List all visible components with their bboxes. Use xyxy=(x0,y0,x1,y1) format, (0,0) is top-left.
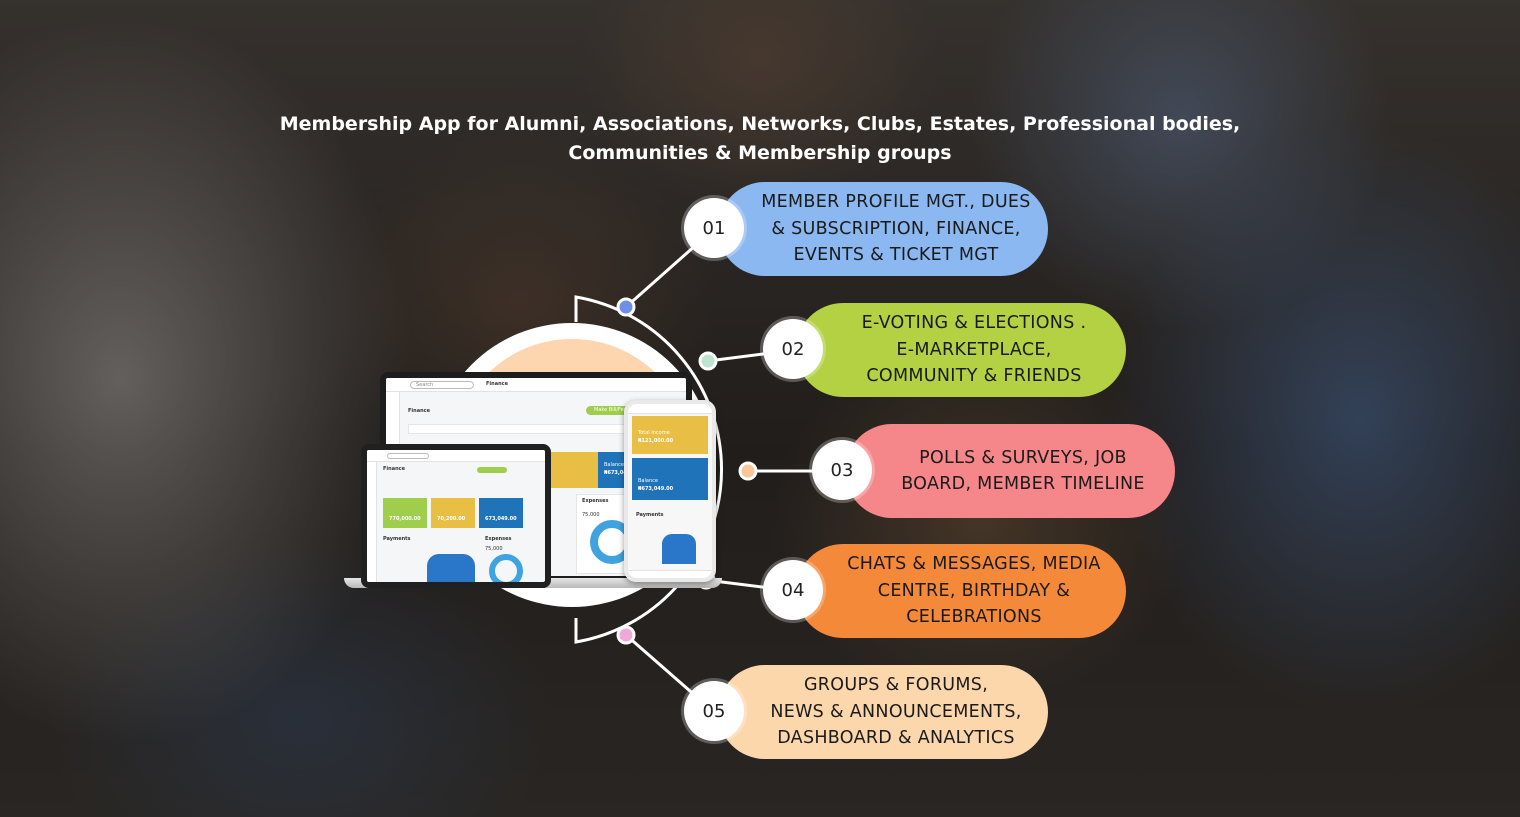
feature-04-line-3: CELEBRATIONS xyxy=(906,607,1042,628)
laptop-expenses-value: 75,000 xyxy=(582,512,600,518)
feature-pill-05: GROUPS & FORUMS, NEWS & ANNOUNCEMENTS, D… xyxy=(718,665,1048,759)
tablet-card-2-value: 70,200.00 xyxy=(437,516,466,522)
feature-05-line-3: DASHBOARD & ANALYTICS xyxy=(777,728,1015,749)
tablet-screen: Finance 770,000.00 70,200.00 673,049.00 … xyxy=(367,450,545,582)
phone-card-2-value: ₦673,049.00 xyxy=(638,486,674,492)
phone-balance-card xyxy=(632,458,708,500)
tablet-donut-chart xyxy=(489,554,523,582)
tablet-mockup: Finance 770,000.00 70,200.00 673,049.00 … xyxy=(361,444,551,588)
feature-number-02: 02 xyxy=(763,319,823,379)
phone-payments-chart xyxy=(662,534,696,564)
connector-dot-01 xyxy=(616,297,636,317)
feature-01-line-1: MEMBER PROFILE MGT., DUES xyxy=(761,192,1031,213)
feature-02-line-1: E-VOTING & ELECTIONS . xyxy=(861,313,1087,334)
feature-pill-04: CHATS & MESSAGES, MEDIA CENTRE, BIRTHDAY… xyxy=(796,544,1126,638)
feature-number-01: 01 xyxy=(684,198,744,258)
feature-pill-02: E-VOTING & ELECTIONS . E-MARKETPLACE, CO… xyxy=(796,303,1126,397)
feature-04-line-2: CENTRE, BIRTHDAY & xyxy=(877,580,1071,601)
laptop-action-button-label: Make Bill/Fee xyxy=(594,407,627,413)
headline: Membership App for Alumni, Associations,… xyxy=(260,110,1260,168)
feature-05-line-2: NEWS & ANNOUNCEMENTS, xyxy=(770,701,1022,722)
phone-screen: Total Income ₦121,000.00 Balance ₦673,04… xyxy=(628,404,712,578)
phone-bottom-nav xyxy=(628,570,712,578)
laptop-section-title: Finance xyxy=(408,408,430,414)
phone-payments-label: Payments xyxy=(636,512,664,518)
tablet-card-3 xyxy=(479,498,523,528)
laptop-search-input xyxy=(410,381,474,389)
laptop-page-heading: Finance xyxy=(486,381,508,387)
feature-pill-01: MEMBER PROFILE MGT., DUES & SUBSCRIPTION… xyxy=(718,182,1048,276)
feature-number-04: 04 xyxy=(763,560,823,620)
tablet-card-3-value: 673,049.00 xyxy=(485,516,517,522)
laptop-action-button xyxy=(586,406,630,415)
tablet-expenses-label: Expenses xyxy=(485,536,512,542)
tablet-action-button xyxy=(477,467,507,473)
feature-02-line-2: E-MARKETPLACE, xyxy=(896,339,1052,360)
feature-pill-03: POLLS & SURVEYS, JOB BOARD, MEMBER TIMEL… xyxy=(845,424,1175,518)
feature-03-line-1: POLLS & SURVEYS, JOB xyxy=(919,447,1127,468)
feature-04-line-1: CHATS & MESSAGES, MEDIA xyxy=(847,554,1101,575)
tablet-expenses-value: 75,000 xyxy=(485,546,503,552)
headline-line-1: Membership App for Alumni, Associations,… xyxy=(279,113,1241,135)
phone-card-1-label: Total Income xyxy=(638,430,670,436)
tablet-search-input xyxy=(387,453,429,459)
connector-dot-05 xyxy=(616,625,636,645)
feature-03-line-2: BOARD, MEMBER TIMELINE xyxy=(901,474,1145,494)
laptop-search-placeholder: Search xyxy=(416,382,434,388)
tablet-payments-chart xyxy=(427,554,475,582)
laptop-balance-value: ₦673,049.00 xyxy=(604,470,640,476)
phone-card-2-label: Balance xyxy=(638,478,658,484)
feature-01-line-3: EVENTS & TICKET MGT xyxy=(793,245,999,266)
phone-mockup: Total Income ₦121,000.00 Balance ₦673,04… xyxy=(624,400,716,582)
feature-02-line-3: COMMUNITY & FRIENDS xyxy=(866,366,1082,387)
tablet-card-1-value: 770,000.00 xyxy=(389,516,421,522)
connector-dot-03 xyxy=(738,461,758,481)
feature-number-03: 03 xyxy=(812,440,872,500)
connector-dot-02 xyxy=(698,351,718,371)
feature-05-line-1: GROUPS & FORUMS, xyxy=(803,675,989,696)
connector-arc xyxy=(574,295,723,644)
tablet-payments-label: Payments xyxy=(383,536,411,542)
phone-topbar xyxy=(628,404,712,414)
phone-income-card xyxy=(632,416,708,454)
tablet-sidebar xyxy=(367,462,377,582)
laptop-balance-label: Balance xyxy=(604,462,624,468)
feature-number-05: 05 xyxy=(684,681,744,741)
feature-01-line-2: & SUBSCRIPTION, FINANCE, xyxy=(771,218,1021,239)
phone-card-1-value: ₦121,000.00 xyxy=(638,438,674,444)
tablet-card-2 xyxy=(431,498,475,528)
tablet-card-1 xyxy=(383,498,427,528)
headline-line-2: Communities & Membership groups xyxy=(568,142,952,164)
laptop-expenses-label: Expenses xyxy=(582,498,609,504)
tablet-section-title: Finance xyxy=(383,466,405,472)
